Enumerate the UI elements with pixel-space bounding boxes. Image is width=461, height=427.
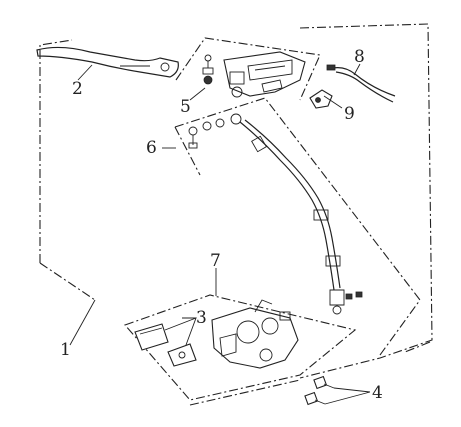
- brake-caliper-icon: [211, 299, 299, 369]
- callout-3: 3: [196, 308, 207, 328]
- master-cylinder-boundary: [175, 37, 321, 101]
- brake-switch-icon: [309, 89, 333, 109]
- master-cylinder-icon: [202, 51, 306, 98]
- callout-1: 1: [60, 340, 71, 360]
- callout-6: 6: [146, 138, 157, 158]
- callout-2: 2: [72, 79, 83, 99]
- brake-pad-icon: [134, 323, 197, 367]
- callout-5: 5: [180, 97, 191, 117]
- callout-7: 7: [210, 251, 221, 271]
- brake-hose-icon: [188, 113, 363, 315]
- caliper-boundary: [124, 294, 357, 401]
- brake-switch-wire-icon: [326, 64, 396, 103]
- callout-4: 4: [372, 383, 383, 403]
- brake-lever-icon: [36, 46, 179, 78]
- callout-8: 8: [354, 47, 365, 67]
- hose-boundary: [174, 97, 421, 356]
- bolt-icon: [304, 375, 335, 406]
- assembly-boundary: [39, 23, 433, 406]
- leader-lines: [69, 63, 371, 405]
- callout-9: 9: [344, 104, 355, 124]
